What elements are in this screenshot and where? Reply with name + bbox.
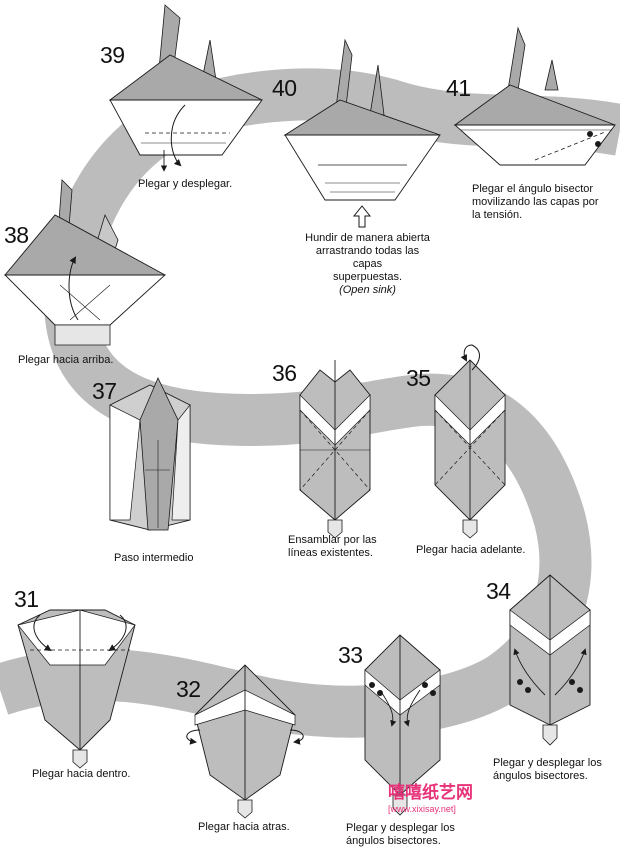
step-40-caption-line: arrastrando todas las capas xyxy=(315,245,420,270)
step-36-caption: Ensamblar por las líneas existentes. xyxy=(288,534,377,560)
step-34-figure xyxy=(509,574,591,746)
step-38-figure xyxy=(3,179,167,346)
step-35-figure xyxy=(434,344,506,539)
step-40-caption-line: Hundir de manera abierta xyxy=(305,232,430,244)
site-watermark: 嘻嘻纸艺网 [www.xixisay.net] xyxy=(388,778,498,814)
step-38-caption: Plegar hacia arriba. xyxy=(18,354,114,366)
step-33-caption-line: ángulos bisectores. xyxy=(346,835,441,847)
step-39-number: 39 xyxy=(100,42,125,68)
watermark-url: [www.xixisay.net] xyxy=(388,804,456,814)
step-41-caption: Plegar el ángulo bisector movilizando la… xyxy=(472,183,599,222)
step-41-caption-line: movilizando las capas por xyxy=(472,196,599,208)
watermark-chinese: 嘻嘻纸艺网 xyxy=(388,783,473,803)
step-32-number: 32 xyxy=(176,676,201,702)
step-39-figure xyxy=(108,4,263,172)
step-33-caption: Plegar y desplegar los ángulos bisectore… xyxy=(346,822,455,848)
step-33-caption-line: Plegar y desplegar los xyxy=(346,822,455,834)
step-41-caption-line: Plegar el ángulo bisector xyxy=(472,183,594,195)
step-34-caption: Plegar y desplegar los ángulos bisectore… xyxy=(493,757,602,783)
step-31-figure xyxy=(17,609,136,769)
step-37-figure xyxy=(109,377,191,531)
step-31-caption: Plegar hacia dentro. xyxy=(32,768,131,780)
step-35-caption: Plegar hacia adelante. xyxy=(416,544,526,556)
step-40-caption: Hundir de manera abierta arrastrando tod… xyxy=(300,232,435,297)
step-41-number: 41 xyxy=(446,75,471,101)
step-32-caption: Plegar hacia atras. xyxy=(198,821,290,833)
step-34-caption-line: Plegar y desplegar los xyxy=(493,757,602,769)
step-36-figure xyxy=(299,360,371,539)
step-38-number: 38 xyxy=(4,222,29,248)
step-36-caption-line: Ensamblar por las xyxy=(288,534,377,546)
step-33-number: 33 xyxy=(338,642,363,668)
step-37-caption: Paso intermedio xyxy=(114,552,194,564)
step-34-number: 34 xyxy=(486,578,511,604)
step-40-figure xyxy=(283,38,441,228)
step-36-caption-line: líneas existentes. xyxy=(288,547,373,559)
step-32-figure xyxy=(186,664,304,819)
step-35-number: 35 xyxy=(406,365,431,391)
step-40-caption-line: superpuestas. xyxy=(332,271,403,283)
step-36-number: 36 xyxy=(272,360,297,386)
step-39-caption: Plegar y desplegar. xyxy=(138,178,233,190)
step-40-number: 40 xyxy=(272,75,297,101)
step-40-caption-italic: (Open sink) xyxy=(339,284,396,296)
step-37-number: 37 xyxy=(92,378,117,404)
step-41-caption-line: la tensión. xyxy=(472,209,523,221)
step-33-figure xyxy=(364,634,441,816)
step-31-number: 31 xyxy=(14,586,39,612)
step-41-figure xyxy=(453,26,616,166)
step-34-caption-line: ángulos bisectores. xyxy=(493,770,588,782)
